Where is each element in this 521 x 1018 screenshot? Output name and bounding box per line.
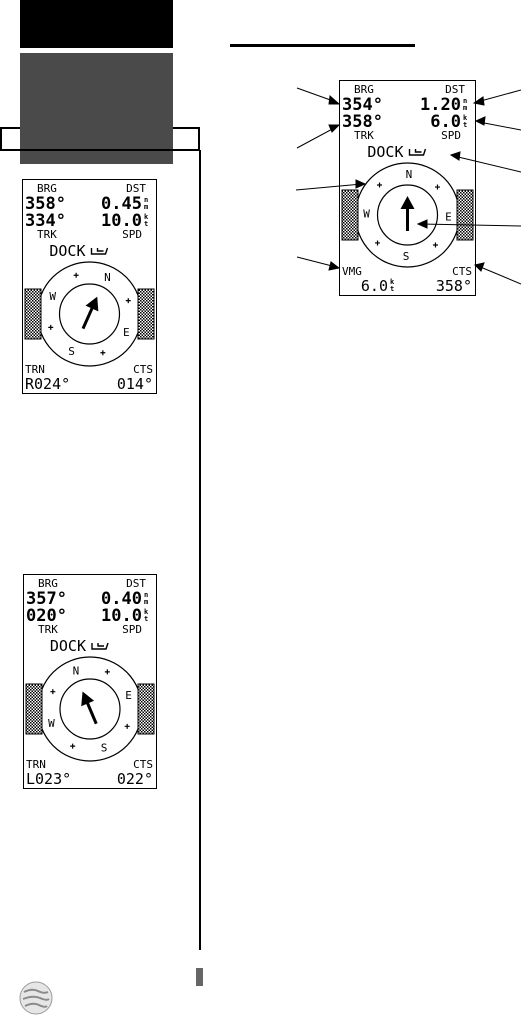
bottom-left-value: L023° [26, 770, 71, 788]
spd-label: SPD [122, 623, 142, 636]
dst-label: DST [445, 83, 465, 96]
pointer-arrow-icon [81, 296, 99, 330]
dst-unit: n [144, 196, 148, 204]
trk-value: 358° [342, 112, 383, 132]
bottom-right-value: 022° [117, 770, 153, 788]
tab-bracket-line [0, 127, 20, 129]
compass-letter-e: E [123, 326, 130, 339]
spd-label: SPD [122, 228, 142, 241]
compass-letter-e: E [445, 210, 452, 223]
brg-value: 354° [342, 95, 383, 115]
compass-letter-n: N [104, 271, 111, 284]
trk-value: 020° [26, 606, 67, 626]
destination-name: DOCK [49, 242, 85, 260]
bottom-left-value: R024° [25, 375, 70, 393]
compass-letter-s: S [403, 250, 410, 263]
bottom-right-value: 014° [117, 375, 153, 393]
spd-label: SPD [441, 129, 461, 142]
dst-unit: m [144, 598, 148, 606]
column-divider [199, 150, 201, 950]
compass-letter-n: N [406, 168, 413, 181]
boat-icon [91, 642, 109, 650]
compass-letter-s: S [101, 742, 108, 755]
dst-label: DST [126, 577, 146, 590]
bottom-left-label: TRN [26, 758, 46, 771]
boat-icon [408, 148, 427, 156]
left-scale-bar [24, 288, 42, 340]
compass-letter-s: S [68, 345, 75, 358]
left-scale-bar [25, 683, 43, 735]
left-scale-bar [341, 189, 359, 241]
compass-letter-w: W [363, 208, 370, 221]
tab-bracket-line [173, 127, 200, 129]
bottom-right-label: CTS [133, 758, 153, 771]
spd-unit: t [463, 121, 467, 129]
compass-letter-e: E [125, 689, 132, 702]
boat-icon [90, 247, 109, 255]
brg-value: 358° [25, 194, 66, 214]
bottom-right-label: CTS [133, 363, 153, 376]
dst-unit: n [463, 97, 467, 105]
dst-unit: m [144, 203, 148, 211]
dst-value: 1.20 [420, 95, 461, 115]
brg-label: BRG [37, 182, 57, 195]
spd-value: 10.0 [101, 606, 142, 626]
bottom-left-unit: k [390, 278, 395, 286]
trk-label: TRK [38, 623, 58, 636]
page-marker [196, 968, 203, 986]
trk-value: 334° [25, 211, 66, 231]
tab-bracket-line [0, 127, 2, 151]
spd-value: 6.0 [430, 112, 461, 132]
destination-name: DOCK [367, 143, 403, 161]
spd-unit: k [144, 213, 149, 221]
heading-rule [230, 44, 415, 47]
globe-logo-icon [19, 981, 53, 1015]
right-scale-bar [137, 288, 155, 340]
spd-unit: k [463, 114, 468, 122]
compass-letter-n: N [73, 664, 80, 677]
brg-label: BRG [354, 83, 374, 96]
dst-label: DST [126, 182, 146, 195]
dst-value: 0.40 [101, 589, 142, 609]
tab-bracket-line [0, 149, 200, 151]
chapter-tab-gray [20, 53, 173, 164]
dst-value: 0.45 [101, 194, 142, 214]
spd-unit: k [144, 608, 149, 616]
bottom-right-value: 358° [436, 277, 472, 295]
spd-unit: t [144, 220, 148, 228]
compass-letter-w: W [49, 290, 56, 303]
chapter-tab-black [20, 0, 173, 48]
bottom-left-label: VMG [342, 265, 362, 278]
trk-label: TRK [37, 228, 57, 241]
brg-label: BRG [38, 577, 58, 590]
right-scale-bar [137, 683, 155, 735]
pointer-arrow-icon [400, 196, 415, 231]
right-scale-bar [456, 189, 474, 241]
pointer-arrow-icon [81, 691, 98, 725]
brg-value: 357° [26, 589, 67, 609]
dst-unit: n [144, 591, 148, 599]
spd-unit: t [144, 615, 148, 623]
bottom-left-unit: t [390, 285, 394, 293]
spd-value: 10.0 [101, 211, 142, 231]
compass-letter-w: W [48, 717, 55, 730]
bottom-right-label: CTS [452, 265, 472, 278]
bottom-left-label: TRN [25, 363, 45, 376]
dst-unit: m [463, 104, 467, 112]
trk-label: TRK [354, 129, 374, 142]
tab-bracket-line [198, 127, 200, 151]
bottom-left-value: 6.0 [361, 277, 388, 295]
destination-name: DOCK [50, 637, 86, 655]
